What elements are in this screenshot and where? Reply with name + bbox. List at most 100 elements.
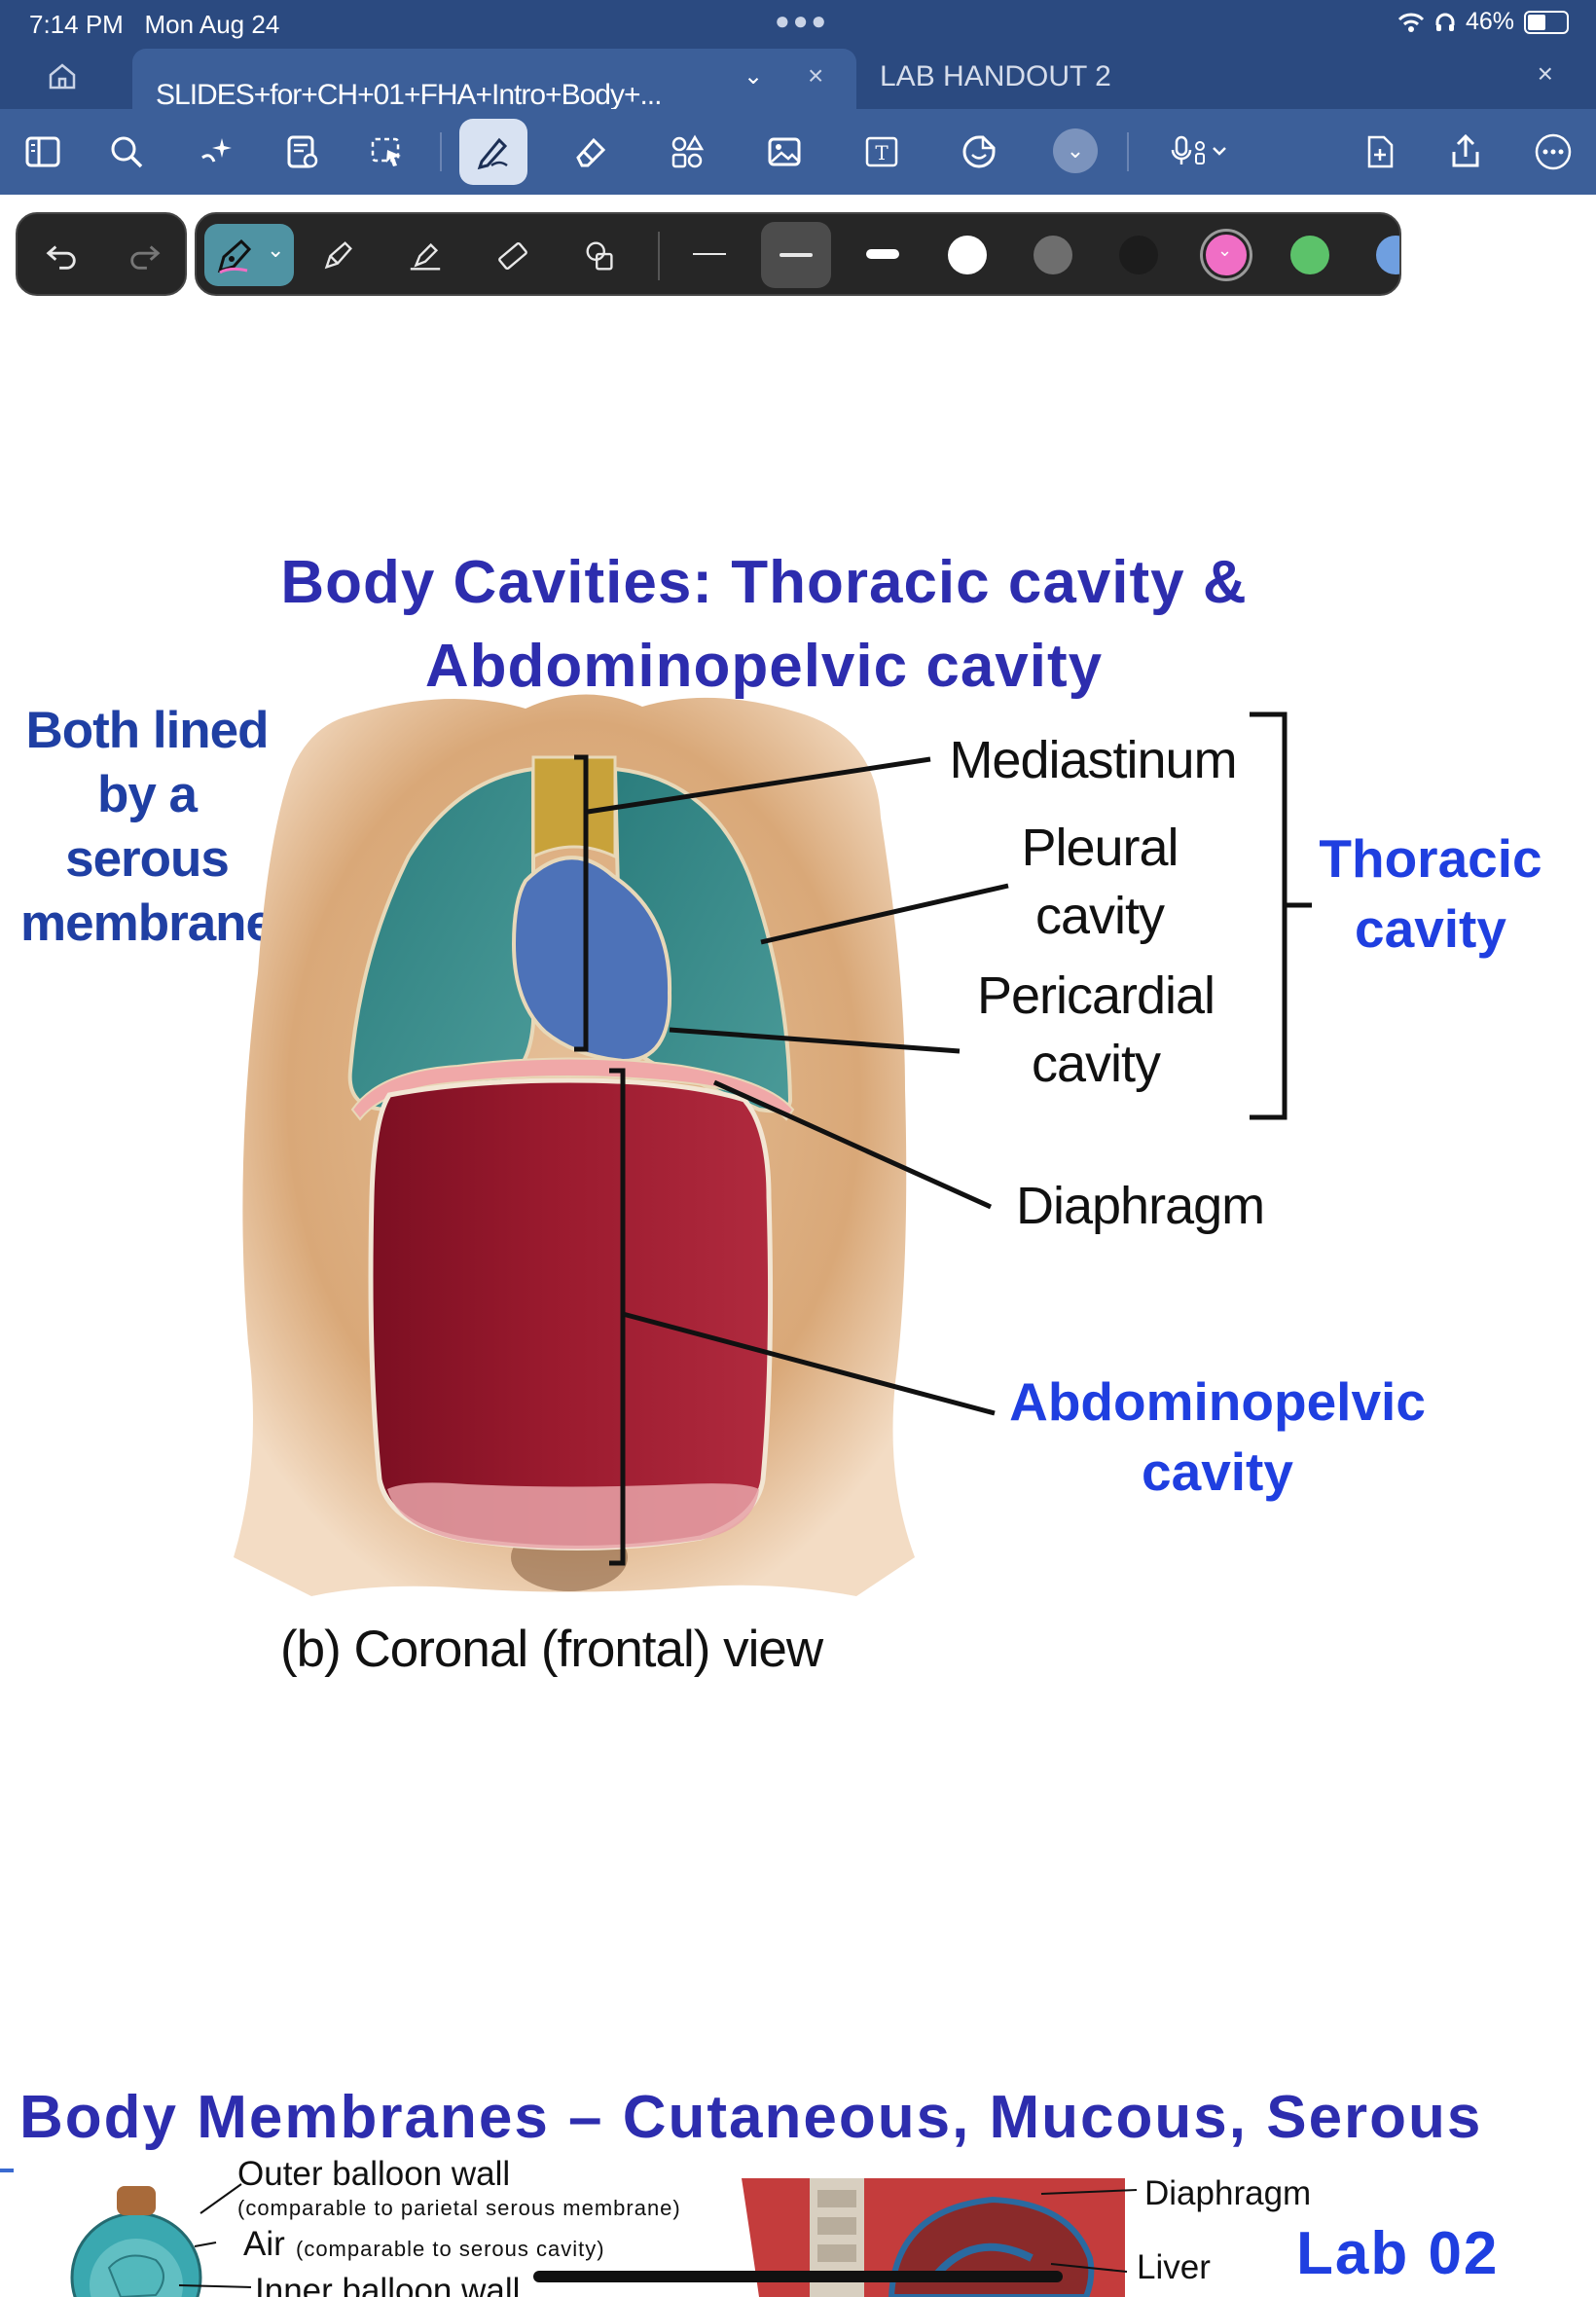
abdominopelvic-leader (622, 1311, 996, 1416)
home-icon[interactable] (47, 60, 78, 99)
close-tab-icon[interactable]: × (1537, 58, 1553, 89)
outer-balloon-label: Outer balloon wall (237, 2155, 511, 2193)
redo-icon[interactable] (121, 232, 169, 280)
text-box-icon[interactable]: T (852, 123, 911, 181)
status-indicators: 46% (1397, 8, 1569, 36)
sidebar-icon[interactable] (14, 123, 72, 181)
undo-redo-group (16, 212, 187, 296)
page-edge-marker (0, 2169, 14, 2172)
battery-percent: 46% (1465, 8, 1514, 35)
fountain-pen-tool[interactable]: ⌄ (204, 224, 294, 286)
eraser-icon[interactable] (561, 123, 619, 181)
balloon-neck (117, 2186, 156, 2215)
liver-label: Liver (1137, 2248, 1211, 2286)
color-gray-swatch[interactable] (1034, 236, 1072, 274)
abdominopelvic-line: cavity (1142, 1441, 1293, 1502)
serous-membrane-note: Both lined by a serous membrane (6, 699, 288, 956)
stroke-thick-option[interactable] (866, 249, 899, 259)
shapes-icon[interactable] (658, 123, 716, 181)
pericardial-region (511, 856, 672, 1064)
fountain-pen-icon (217, 238, 252, 274)
fist-shape (107, 2254, 164, 2297)
ai-sparkle-icon[interactable] (187, 123, 245, 181)
stroke-thin-option[interactable] (693, 253, 726, 255)
slide-title-line-2: Abdominopelvic cavity (424, 633, 1104, 700)
outer-balloon-note: (comparable to parietal serous membrane) (237, 2196, 681, 2220)
color-pink-swatch[interactable]: ⌄ (1203, 232, 1250, 278)
pericardial-line: cavity (1031, 1035, 1161, 1093)
toolbar-divider (1127, 132, 1129, 171)
undo-icon[interactable] (37, 232, 86, 280)
thoracic-cavity-label: Thoracic cavity (1304, 823, 1557, 964)
inner-balloon-label: Inner balloon wall (255, 2272, 521, 2297)
slide-title: Body Cavities: Thoracic cavity & Abdomin… (165, 541, 1362, 709)
svg-text:T: T (875, 141, 889, 164)
pleural-leader (760, 883, 1009, 945)
pericardial-line: Pericardial (976, 966, 1215, 1025)
note-line: membrane (19, 894, 274, 952)
diaphragm-small-leader (1040, 2189, 1138, 2195)
thoracic-inner-bracket (574, 754, 589, 1052)
tab-slides[interactable]: SLIDES+for+CH+01+FHA+Intro+Body+... ⌄ × (132, 49, 856, 111)
pericardial-leader (669, 1027, 961, 1054)
note-line: Both lined (25, 702, 269, 759)
diaphragm-region (350, 1057, 795, 1121)
share-icon[interactable] (1436, 123, 1495, 181)
more-tools-icon[interactable]: ⌄ (1053, 128, 1098, 173)
wifi-icon (1397, 13, 1425, 32)
mediastinum-leader (587, 756, 931, 815)
add-page-icon[interactable] (1351, 123, 1409, 181)
toolbar-divider (440, 132, 442, 171)
liver-small-leader (1050, 2263, 1128, 2273)
pleural-line: Pleural (1021, 819, 1179, 877)
home-indicator[interactable] (533, 2271, 1063, 2282)
document-icon[interactable] (272, 123, 331, 181)
diaphragm-label: Diaphragm (1016, 1177, 1265, 1235)
figure-caption: (b) Coronal (frontal) view (280, 1621, 823, 1678)
battery-icon (1524, 10, 1569, 34)
slide-title-line-1: Body Cavities: Thoracic cavity & (280, 549, 1248, 616)
ballpoint-pen-icon[interactable] (313, 232, 362, 280)
sticker-icon[interactable] (950, 123, 1008, 181)
pen-icon[interactable] (459, 119, 527, 185)
tab-lab-handout[interactable]: LAB HANDOUT 2 (880, 60, 1111, 93)
close-tab-icon[interactable]: × (808, 60, 824, 91)
highlighter-icon[interactable] (401, 232, 450, 280)
color-white-swatch[interactable] (948, 236, 987, 274)
shape-recognition-icon[interactable] (576, 232, 625, 280)
abdominopelvic-bracket (609, 1068, 626, 1566)
lasso-icon[interactable] (358, 123, 417, 181)
stroke-medium-option[interactable] (761, 222, 831, 288)
note-line: by a (96, 766, 198, 823)
pen-toolbar-divider (658, 232, 660, 280)
search-icon[interactable] (97, 123, 156, 181)
tab-slides-label: SLIDES+for+CH+01+FHA+Intro+Body+... (156, 79, 662, 111)
time-text: 7:14 PM (29, 10, 124, 39)
note-line: serous (65, 830, 230, 888)
pelvic-floor-region (387, 1482, 759, 1550)
thoracic-line: Thoracic (1319, 828, 1542, 889)
chevron-down-icon[interactable]: ⌄ (744, 63, 764, 90)
diaphragm-small-label: Diaphragm (1144, 2174, 1312, 2212)
thoracic-line: cavity (1355, 898, 1506, 959)
pleural-cavity-label: Pleural cavity (973, 814, 1226, 950)
air-note: (comparable to serous cavity) (296, 2237, 605, 2261)
multitasking-dots-icon[interactable]: ●●● (775, 6, 830, 35)
more-icon[interactable] (1524, 123, 1582, 181)
abdominopelvic-cavity-label: Abdominopelvic cavity (1008, 1367, 1427, 1507)
top-bar: 7:14 PM Mon Aug 24 ●●● 46% SLIDES+for+CH… (0, 0, 1596, 111)
thoracic-bracket (1250, 711, 1288, 1120)
chevron-down-icon[interactable]: ⌄ (267, 237, 285, 262)
mediastinum-label: Mediastinum (949, 731, 1237, 789)
diaphragm-leader (712, 1079, 993, 1210)
color-black-swatch[interactable] (1119, 236, 1158, 274)
image-icon[interactable] (755, 123, 814, 181)
organ-loop (930, 2242, 1034, 2280)
color-green-swatch[interactable] (1290, 236, 1329, 274)
microphone-icon[interactable] (1154, 123, 1248, 181)
mediastinum-region (531, 755, 617, 859)
ruler-tool-icon[interactable] (489, 232, 537, 280)
inner-wall-leader (178, 2284, 252, 2288)
outer-wall-leader (200, 2183, 242, 2214)
chevron-down-icon: ⌄ (1217, 240, 1233, 260)
